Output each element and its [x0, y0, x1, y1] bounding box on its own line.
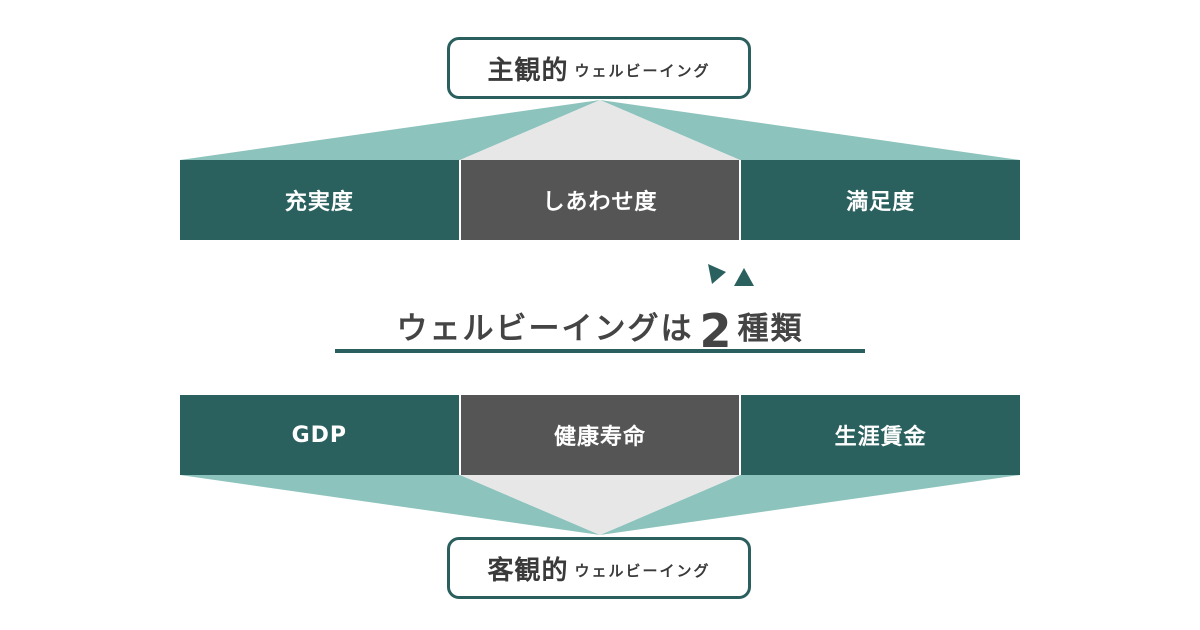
subjective-wellbeing-label: 主観的 ウェルビーイング	[447, 37, 751, 99]
objective-wellbeing-label: 客観的 ウェルビーイング	[447, 537, 751, 599]
subjective-item-satisfaction: 満足度	[741, 160, 1021, 240]
top-fan-center	[460, 100, 740, 160]
headline-prefix: ウェルビーイングは	[396, 311, 694, 347]
subjective-label-sub: ウェルビーイング	[574, 61, 711, 80]
headline-underline	[335, 349, 865, 353]
objective-item-lifetime-wages: 生涯賃金	[741, 395, 1021, 475]
bottom-fan-center	[460, 475, 740, 535]
objective-label-main: 客観的	[487, 555, 569, 586]
subjective-item-happiness: しあわせ度	[458, 160, 742, 240]
objective-items-row: GDP 健康寿命 生涯賃金	[180, 395, 1021, 475]
headline: ウェルビーイングは 2 種類	[335, 296, 865, 354]
headline-number: 2	[699, 304, 732, 358]
accent-mark	[708, 264, 754, 286]
subjective-label-main: 主観的	[487, 55, 569, 86]
headline-suffix: 種類	[737, 311, 804, 347]
objective-item-healthy-life-expectancy: 健康寿命	[458, 395, 742, 475]
subjective-items-row: 充実度 しあわせ度 満足度	[180, 160, 1021, 240]
objective-item-gdp: GDP	[180, 395, 459, 475]
subjective-item-fulfillment: 充実度	[180, 160, 459, 240]
objective-label-sub: ウェルビーイング	[574, 561, 711, 580]
